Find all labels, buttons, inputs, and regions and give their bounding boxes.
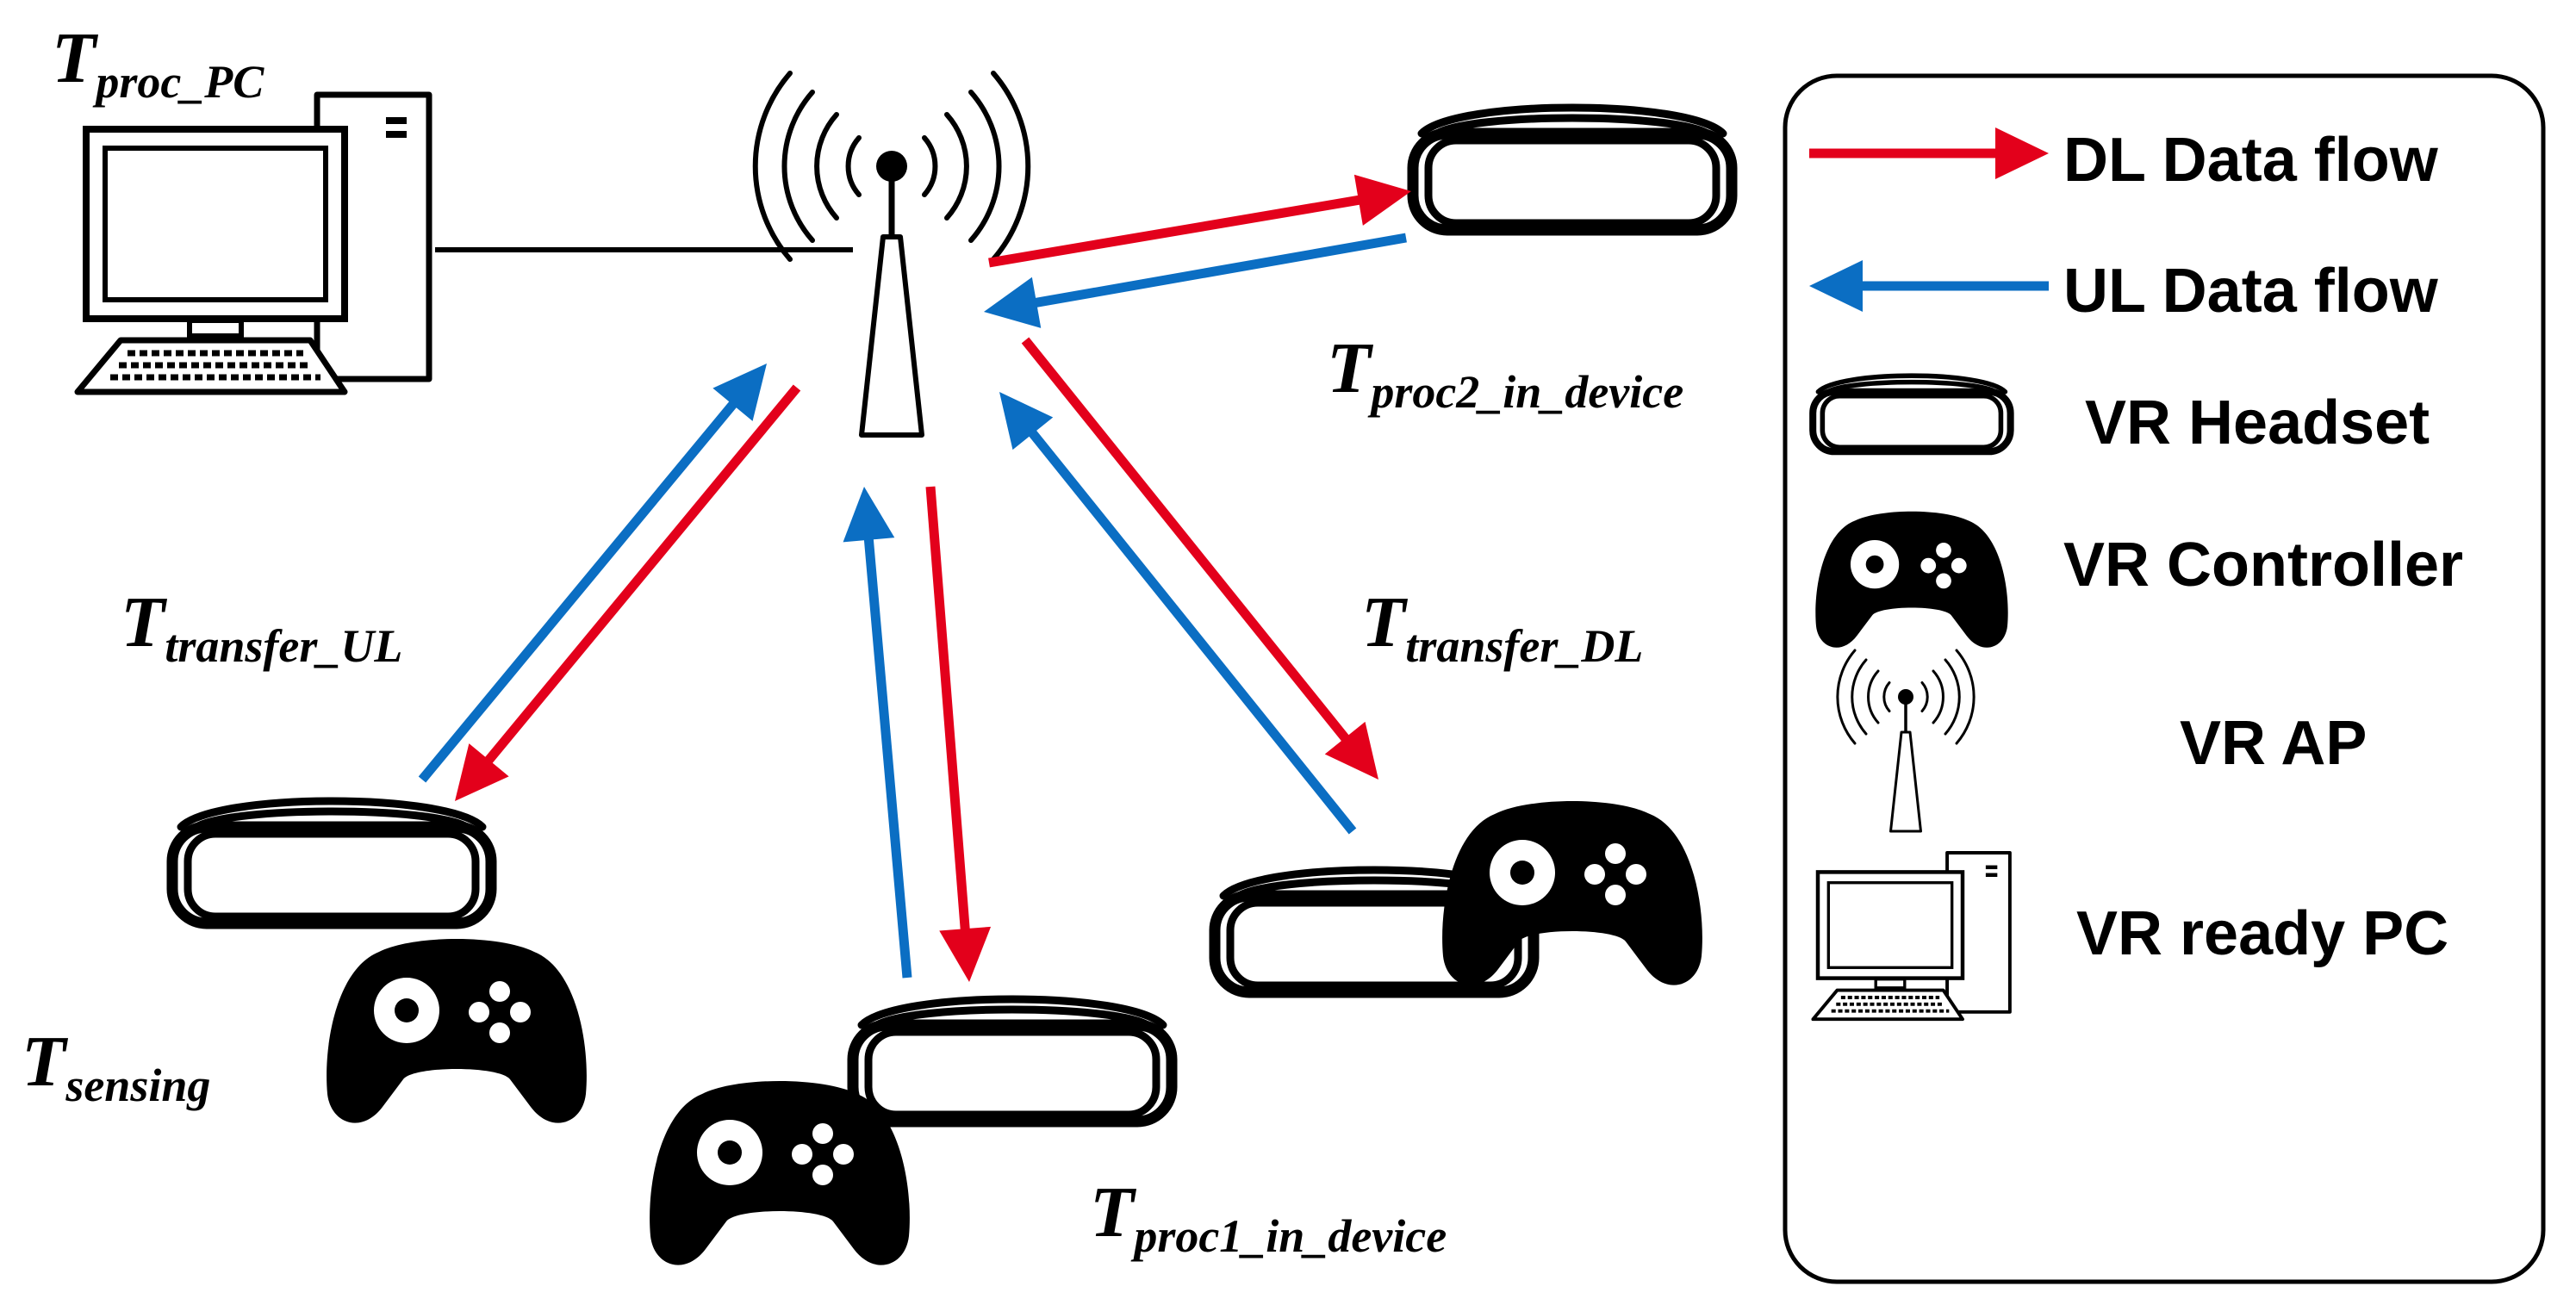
legend-ap-label: VR AP [2180,709,2367,778]
controller-icon [1442,801,1702,985]
legend: DL Data flow UL Data flow VR Headset VR … [1783,73,2546,1284]
label-main: T [1090,1172,1137,1252]
label-transfer-dl: Ttransfer_DL [1361,582,1643,672]
label-subscript: transfer_UL [165,620,402,672]
legend-pc-label: VR ready PC [2076,899,2448,968]
controller-icon [650,1081,910,1265]
ul-arrow [418,364,767,783]
dl-arrow [988,174,1411,268]
legend-dl-label: DL Data flow [2063,126,2439,195]
label-subscript: transfer_DL [1405,620,1643,672]
headset-icon [853,999,1172,1122]
access-point-icon [756,73,1029,435]
label-subscript: sensing [65,1060,210,1111]
label-transfer-ul: Ttransfer_UL [121,582,402,672]
legend-ul-arrow [1809,260,2049,312]
label-proc-pc: Tproc_PC [52,18,264,108]
label-proc1-in-device: Tproc1_in_device [1090,1172,1447,1262]
pc-icon [78,95,429,392]
legend-controller-label: VR Controller [2063,531,2463,600]
ul-arrow [999,392,1357,835]
headset-icon [1413,108,1732,230]
label-main: T [52,18,99,98]
ul-arrow [984,233,1407,328]
dl-arrow [1021,337,1378,780]
flow-arrows [418,174,1411,982]
label-subscript: proc1_in_device [1130,1210,1447,1262]
headset-icon [172,801,491,923]
dl-arrow [455,384,801,801]
legend-ul-label: UL Data flow [2063,257,2439,326]
label-main: T [121,582,168,662]
label-proc2-in-device: Tproc2_in_device [1327,328,1683,418]
controller-icon [327,939,587,1123]
ul-arrow [843,487,912,979]
label-main: T [1327,328,1374,408]
label-main: T [22,1022,69,1102]
label-subscript: proc_PC [92,56,264,108]
label-sensing: Tsensing [22,1022,210,1111]
dl-arrow [925,486,992,982]
legend-dl-arrow [1809,127,2049,179]
label-main: T [1361,582,1409,662]
legend-headset-label: VR Headset [2085,388,2430,457]
legend-box [1783,73,2546,1284]
label-subscript: proc2_in_device [1367,366,1683,418]
legend-arrows [1809,127,2049,312]
